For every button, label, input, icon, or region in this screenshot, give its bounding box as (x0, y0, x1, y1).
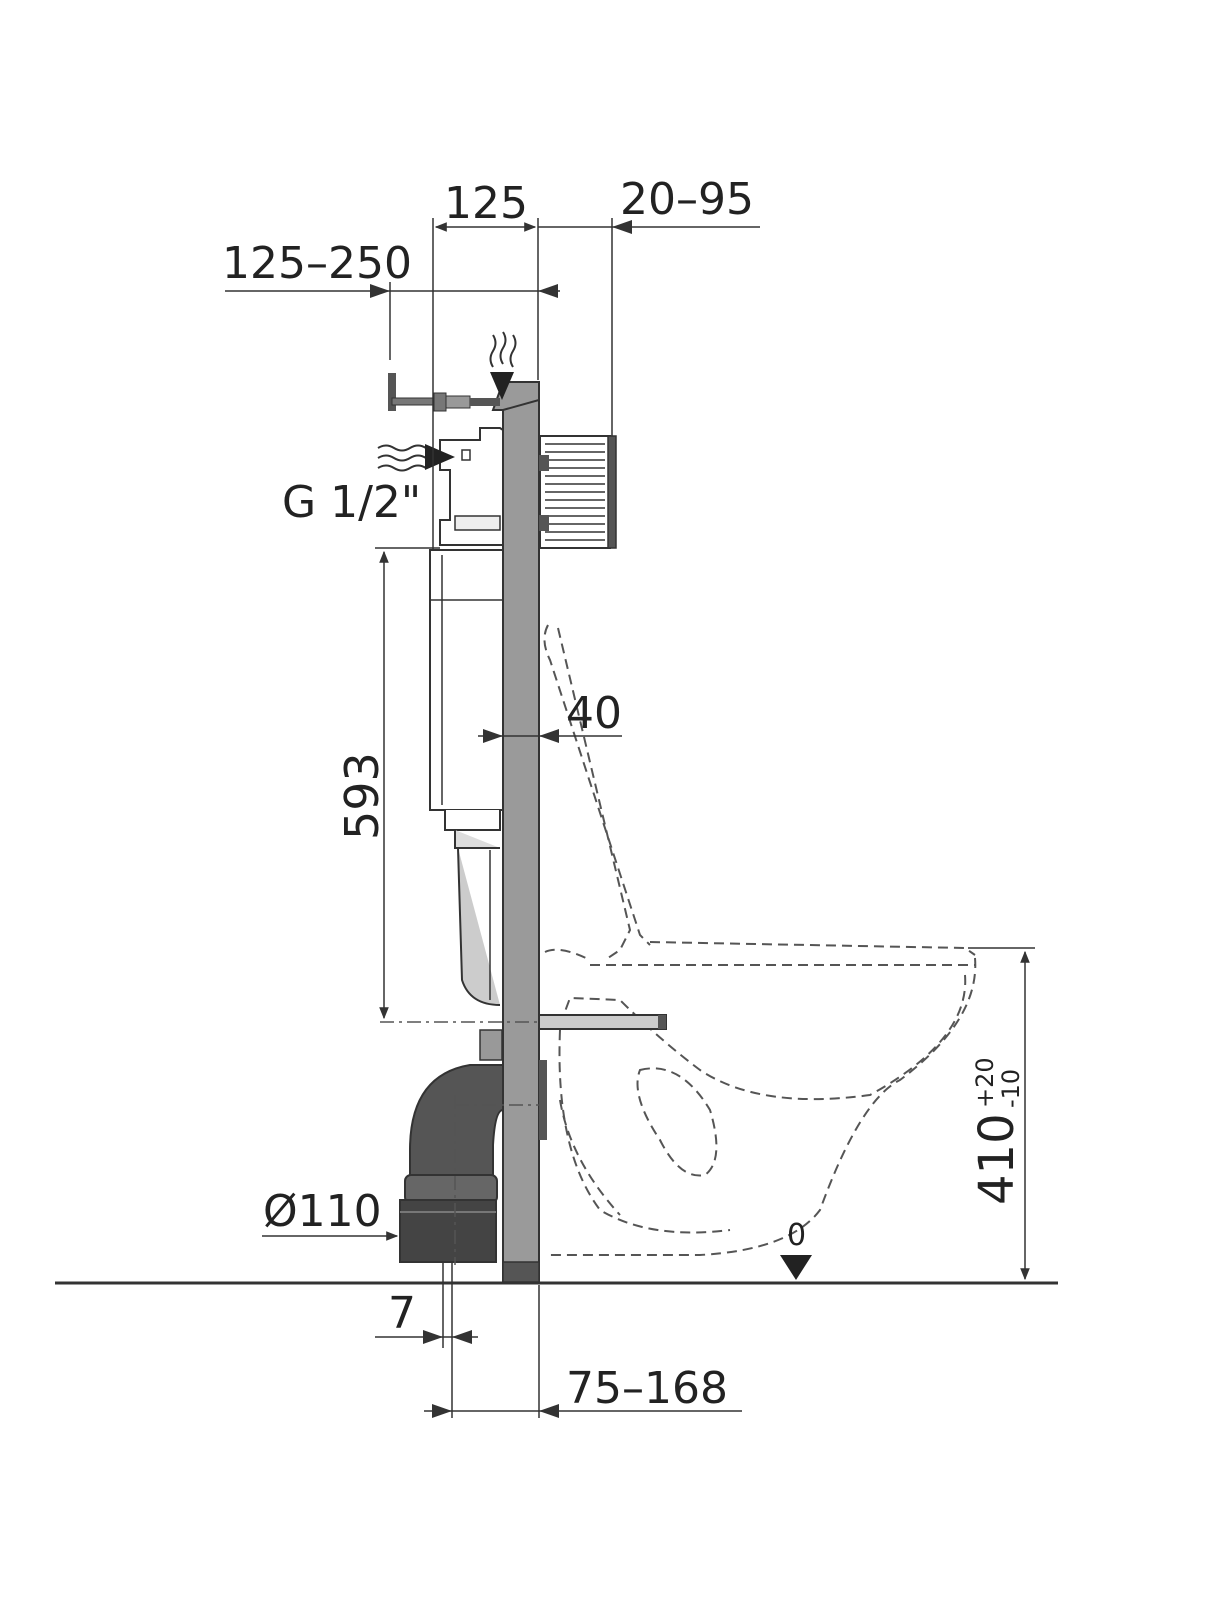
dim-0: 0 (787, 1218, 806, 1253)
dim-110: Ø110 (263, 1186, 382, 1237)
flush-plate (539, 435, 617, 549)
dim-410-tol-minus: -10 (997, 1069, 1025, 1108)
dim-125: 125 (444, 178, 528, 229)
dim-593: 593 (335, 752, 389, 840)
dim-410-tol-plus: +20 (971, 1057, 999, 1108)
zero-level-icon (780, 1255, 812, 1280)
water-supply-valve (388, 373, 500, 412)
dim-40: 40 (566, 688, 622, 739)
dim-20-95: 20–95 (620, 174, 754, 225)
dim-7: 7 (388, 1288, 416, 1339)
mounting-rod (538, 1014, 667, 1030)
dim-75-168: 75–168 (566, 1363, 728, 1414)
dim-125-250: 125–250 (222, 238, 412, 289)
water-inlet-side-icon (377, 444, 427, 472)
dim-410: 410 (969, 1113, 1025, 1205)
water-flow-icon (489, 331, 517, 368)
drain-bend (399, 1029, 547, 1263)
mounting-frame (502, 381, 540, 1283)
cistern (429, 427, 504, 1006)
water-inlet-arrow-down (490, 372, 514, 400)
toilet-bowl-outline (543, 624, 977, 1256)
frame-foot (502, 1261, 540, 1283)
dim-g-1-2: G 1/2" (282, 477, 421, 528)
